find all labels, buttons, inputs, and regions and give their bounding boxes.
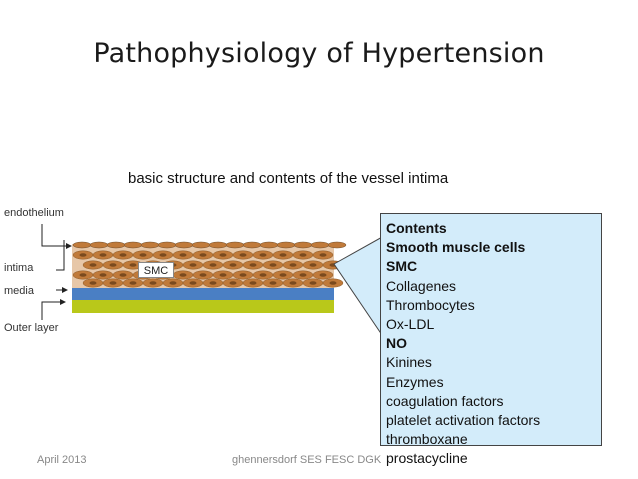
endothelial-cell: [327, 241, 347, 249]
cell-nucleus: [169, 281, 177, 285]
slide-title: Pathophysiology of Hypertension: [93, 38, 545, 69]
contents-item: Kinines: [386, 354, 432, 371]
endothelial-cell: [140, 241, 160, 249]
footer-author: ghennersdorf SES FESC DGK: [232, 454, 382, 466]
cell-nucleus: [289, 263, 297, 267]
cell-nucleus: [189, 263, 197, 267]
contents-item: coagulation factors: [386, 392, 504, 409]
cell-nucleus: [239, 273, 247, 277]
endothelial-cell: [208, 241, 228, 249]
cell-nucleus: [119, 273, 127, 277]
cell-nucleus: [319, 273, 327, 277]
endothelial-cell: [157, 241, 177, 249]
endothelial-cell: [72, 241, 92, 249]
endothelium-label: endothelium: [4, 207, 64, 219]
cell-nucleus: [249, 263, 257, 267]
cell-nucleus: [109, 281, 117, 285]
cell-nucleus: [259, 273, 267, 277]
contents-item: NO: [386, 335, 407, 352]
intima-label: intima: [4, 262, 34, 274]
media-label: media: [4, 285, 34, 297]
cell-nucleus: [229, 281, 237, 285]
cell-nucleus: [219, 273, 227, 277]
contents-item: Ox-LDL: [386, 316, 435, 333]
endothelial-cell: [89, 241, 109, 249]
cell-nucleus: [89, 281, 97, 285]
contents-item: Smooth muscle cells: [386, 239, 526, 256]
slide-subtitle: basic structure and contents of the vess…: [128, 170, 449, 187]
cell-nucleus: [269, 281, 277, 285]
cell-nucleus: [199, 253, 207, 257]
cell-nucleus: [89, 263, 97, 267]
contents-item: Enzymes: [386, 373, 444, 390]
cell-nucleus: [209, 263, 217, 267]
cell-nucleus: [319, 253, 327, 257]
endothelium-cells: [72, 241, 347, 249]
cell-nucleus: [309, 281, 317, 285]
cell-nucleus: [289, 281, 297, 285]
contents-item: thromboxane: [386, 431, 468, 448]
cell-nucleus: [219, 253, 227, 257]
intima-pointer: [56, 240, 65, 271]
endothelial-cell: [242, 241, 262, 249]
cell-nucleus: [159, 253, 167, 257]
cell-nucleus: [189, 281, 197, 285]
contents-callout: [380, 213, 602, 446]
cell-nucleus: [259, 253, 267, 257]
cell-nucleus: [269, 263, 277, 267]
smc-label: SMC: [138, 262, 174, 278]
cell-nucleus: [199, 273, 207, 277]
endothelial-cell: [174, 241, 194, 249]
outer-pointer: [41, 301, 60, 320]
outer-layer-band: [72, 300, 334, 313]
cell-nucleus: [179, 273, 187, 277]
cell-nucleus: [239, 253, 247, 257]
cell-nucleus: [249, 281, 257, 285]
contents-heading: Contents: [386, 220, 447, 236]
endothelial-cell: [225, 241, 245, 249]
endothelial-cell: [276, 241, 296, 249]
endothelial-cell: [293, 241, 313, 249]
endothelial-cell: [106, 241, 126, 249]
media-band: [72, 288, 334, 300]
cell-nucleus: [209, 281, 217, 285]
outer-layer-label: Outer layer: [4, 322, 59, 334]
contents-item: Thrombocytes: [386, 296, 475, 313]
endothelial-cell: [191, 241, 211, 249]
cell-nucleus: [299, 253, 307, 257]
cell-nucleus: [179, 253, 187, 257]
cell-nucleus: [299, 273, 307, 277]
cell-nucleus: [279, 253, 287, 257]
callout-pointer: [333, 235, 385, 340]
cell-nucleus: [129, 281, 137, 285]
cell-nucleus: [329, 281, 337, 285]
cell-nucleus: [229, 263, 237, 267]
cell-nucleus: [119, 253, 127, 257]
cell-nucleus: [79, 253, 87, 257]
cell-nucleus: [279, 273, 287, 277]
cell-nucleus: [129, 263, 137, 267]
contents-item: prostacycline: [386, 450, 468, 467]
endothelial-cell: [259, 241, 279, 249]
cell-nucleus: [99, 253, 107, 257]
contents-item: SMC: [386, 258, 418, 275]
contents-item: Collagenes: [386, 277, 457, 294]
contents-item: platelet activation factors: [386, 412, 541, 429]
cell-nucleus: [109, 263, 117, 267]
cell-nucleus: [99, 273, 107, 277]
cell-nucleus: [139, 253, 147, 257]
cell-nucleus: [149, 281, 157, 285]
endothelial-cell: [123, 241, 143, 249]
endothelium-pointer: [41, 224, 66, 247]
cell-nucleus: [309, 263, 317, 267]
cell-nucleus: [79, 273, 87, 277]
endothelial-cell: [310, 241, 330, 249]
footer-date: April 2013: [37, 454, 87, 466]
